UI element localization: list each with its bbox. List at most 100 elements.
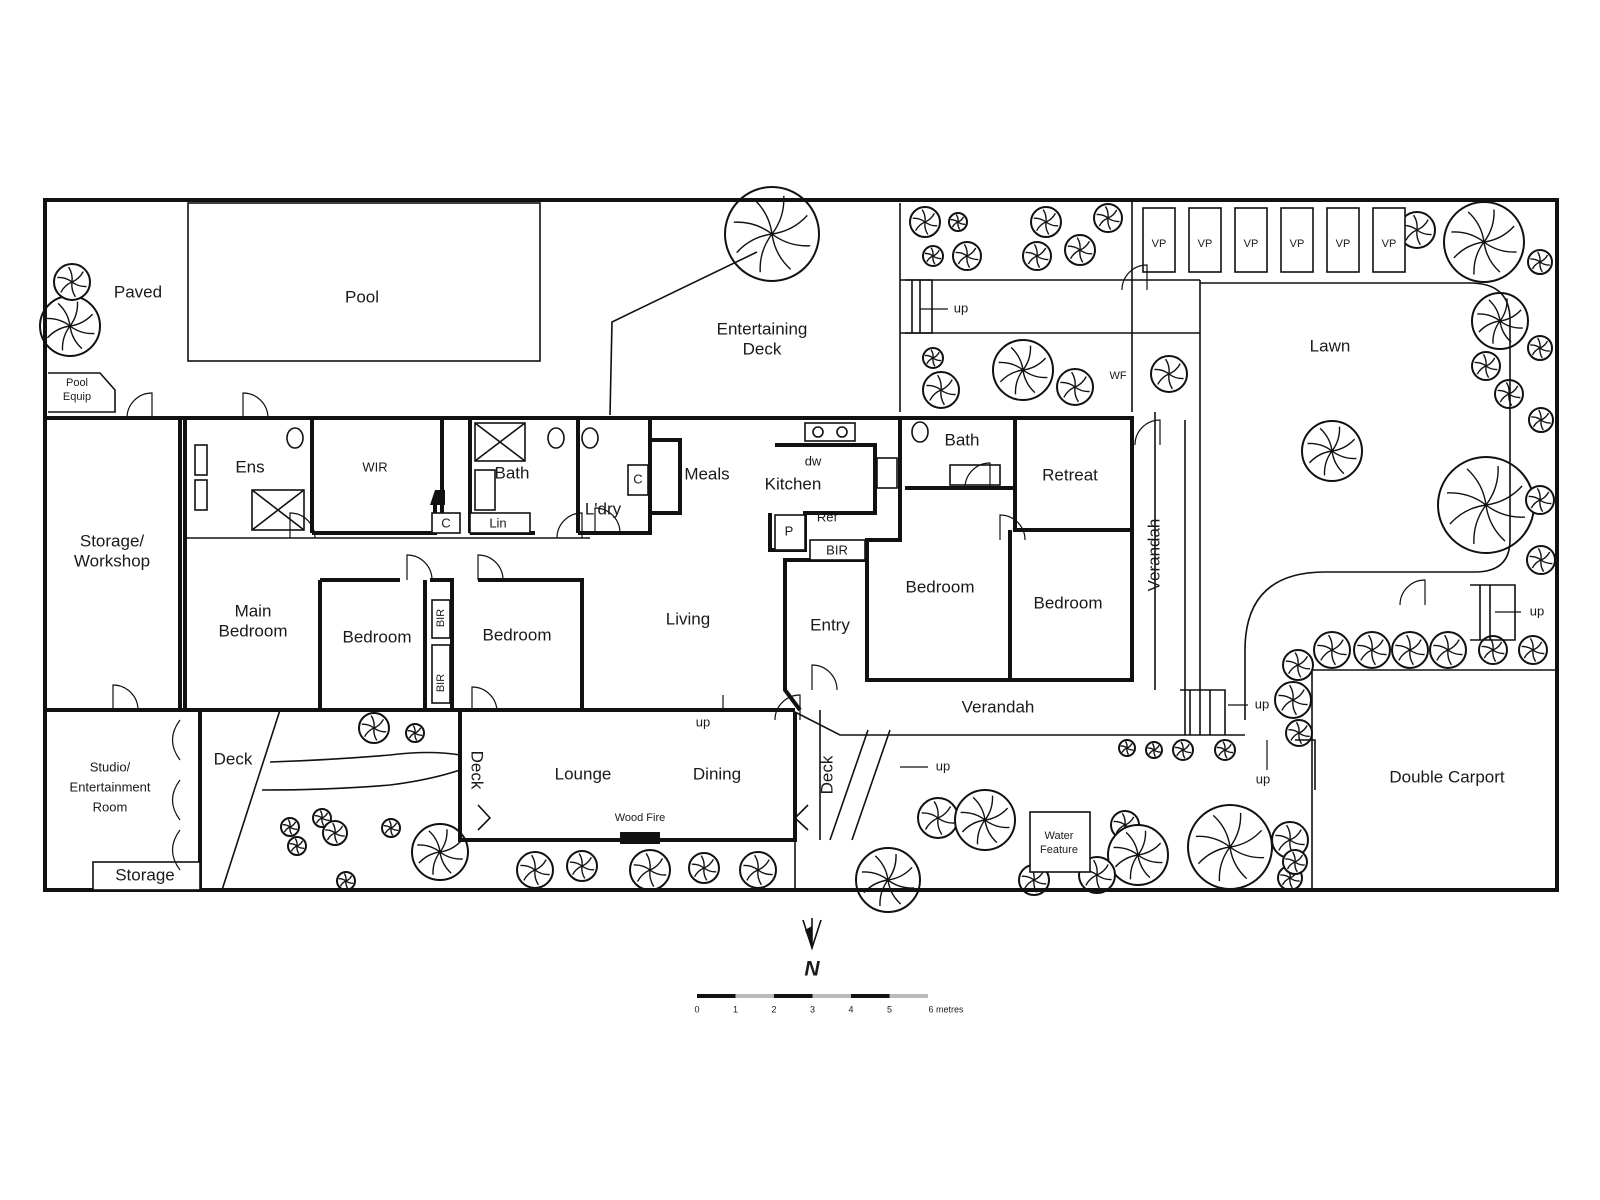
meals-wall bbox=[648, 418, 682, 515]
scale-segment bbox=[812, 994, 851, 998]
house-walls bbox=[180, 416, 1134, 712]
tree-icon bbox=[1313, 631, 1351, 669]
scale-tick-label: 0 bbox=[694, 1004, 699, 1014]
tree-icon bbox=[992, 339, 1054, 401]
tree-icon bbox=[1301, 420, 1363, 482]
label-studio-1: Entertainment bbox=[70, 779, 151, 794]
vp-label: VP bbox=[1290, 238, 1305, 250]
bath-retreat-walls bbox=[905, 418, 1132, 532]
scale-segment bbox=[851, 994, 890, 998]
label-deck-lounge-right: Deck bbox=[817, 755, 836, 794]
up-label: up bbox=[1256, 771, 1270, 786]
tree-icon bbox=[1525, 485, 1555, 515]
door-swing bbox=[594, 507, 621, 534]
toilet-laundry bbox=[581, 427, 599, 449]
label-studio-0: Studio/ bbox=[90, 759, 131, 774]
scale-segment bbox=[774, 994, 813, 998]
label-pool: Pool bbox=[345, 287, 379, 306]
tree-icon bbox=[1494, 379, 1524, 409]
vp-planter bbox=[1326, 207, 1360, 273]
vp-planter bbox=[1188, 207, 1222, 273]
label-kitchen: Kitchen bbox=[765, 474, 822, 493]
label-bedroom-2: Bedroom bbox=[483, 625, 552, 644]
studio-walls bbox=[45, 708, 202, 890]
scale-segment bbox=[735, 994, 774, 998]
basin-ens bbox=[194, 444, 208, 476]
tree-icon bbox=[516, 851, 554, 889]
vp-label: VP bbox=[1244, 238, 1259, 250]
tree-icon bbox=[287, 836, 307, 856]
door-swing bbox=[471, 686, 498, 713]
label-wf: WF bbox=[1109, 370, 1126, 382]
c-box bbox=[431, 512, 461, 534]
double-carport bbox=[1311, 669, 1557, 890]
bedroom-walls bbox=[318, 578, 454, 710]
tree-icon bbox=[1471, 292, 1529, 350]
shower-bath bbox=[474, 422, 526, 462]
tree-icon bbox=[1056, 368, 1094, 406]
label-lin: Lin bbox=[489, 515, 506, 530]
north-arrow: N bbox=[802, 918, 822, 981]
tree-icon bbox=[1030, 206, 1062, 238]
tree-icon bbox=[1064, 234, 1096, 266]
door-swing bbox=[1134, 419, 1161, 446]
label-verandah: Verandah bbox=[962, 697, 1035, 716]
pool bbox=[187, 202, 541, 362]
door-swing bbox=[477, 554, 504, 581]
shower-ens bbox=[251, 489, 305, 531]
up-label: up bbox=[696, 714, 710, 729]
label-deck-west: Deck bbox=[214, 749, 253, 768]
toilet-bath bbox=[547, 427, 565, 449]
verandah-edge bbox=[794, 711, 1245, 736]
lawn-edge bbox=[1200, 282, 1511, 720]
scale-segment bbox=[697, 994, 736, 998]
label-retreat: Retreat bbox=[1042, 465, 1098, 484]
tree-icon bbox=[411, 823, 469, 881]
tree-icon bbox=[917, 797, 959, 839]
tree-icon bbox=[688, 852, 720, 884]
vp-label: VP bbox=[1336, 238, 1351, 250]
tree-icon bbox=[1150, 355, 1188, 393]
label-bir-2: BIR bbox=[435, 674, 447, 692]
door-swing bbox=[964, 462, 991, 489]
sink bbox=[804, 422, 856, 442]
tree-icon bbox=[1145, 741, 1163, 759]
tree-icon bbox=[566, 850, 598, 882]
kitchen-bench bbox=[768, 443, 877, 552]
tree-icon bbox=[1274, 681, 1312, 719]
label-ens: Ens bbox=[235, 457, 264, 476]
tree-icon bbox=[724, 186, 820, 282]
tree-icon bbox=[954, 789, 1016, 851]
tree-icon bbox=[312, 808, 332, 828]
site-boundary bbox=[43, 198, 1559, 892]
tree-icon bbox=[1022, 241, 1052, 271]
c-laundry-box bbox=[627, 464, 649, 496]
ramp bbox=[829, 729, 891, 841]
up-label: up bbox=[954, 300, 968, 315]
toilet-bath-east bbox=[911, 421, 929, 443]
label-bedroom-3: Bedroom bbox=[906, 577, 975, 596]
basin-box bbox=[949, 464, 1001, 486]
tree-icon bbox=[922, 245, 944, 267]
label-bir-1: BIR bbox=[435, 609, 447, 627]
label-wir: WIR bbox=[362, 459, 387, 474]
tree-icon bbox=[922, 347, 944, 369]
steps-carport bbox=[1295, 739, 1316, 790]
label-c-laundry: C bbox=[633, 471, 642, 486]
vp-planter bbox=[1234, 207, 1268, 273]
door-swings bbox=[112, 264, 1426, 871]
label-bedroom-1: Bedroom bbox=[343, 627, 412, 646]
scale-segment bbox=[889, 994, 928, 998]
scale-tick-label: 6 metres bbox=[928, 1004, 964, 1014]
vp-label: VP bbox=[1198, 238, 1213, 250]
label-dining: Dining bbox=[693, 764, 741, 783]
pantry-box bbox=[774, 514, 806, 551]
bifold-door bbox=[171, 829, 181, 871]
bifold-doors bbox=[477, 804, 809, 831]
tree-icon bbox=[1526, 545, 1556, 575]
toilet-ens bbox=[286, 427, 304, 449]
